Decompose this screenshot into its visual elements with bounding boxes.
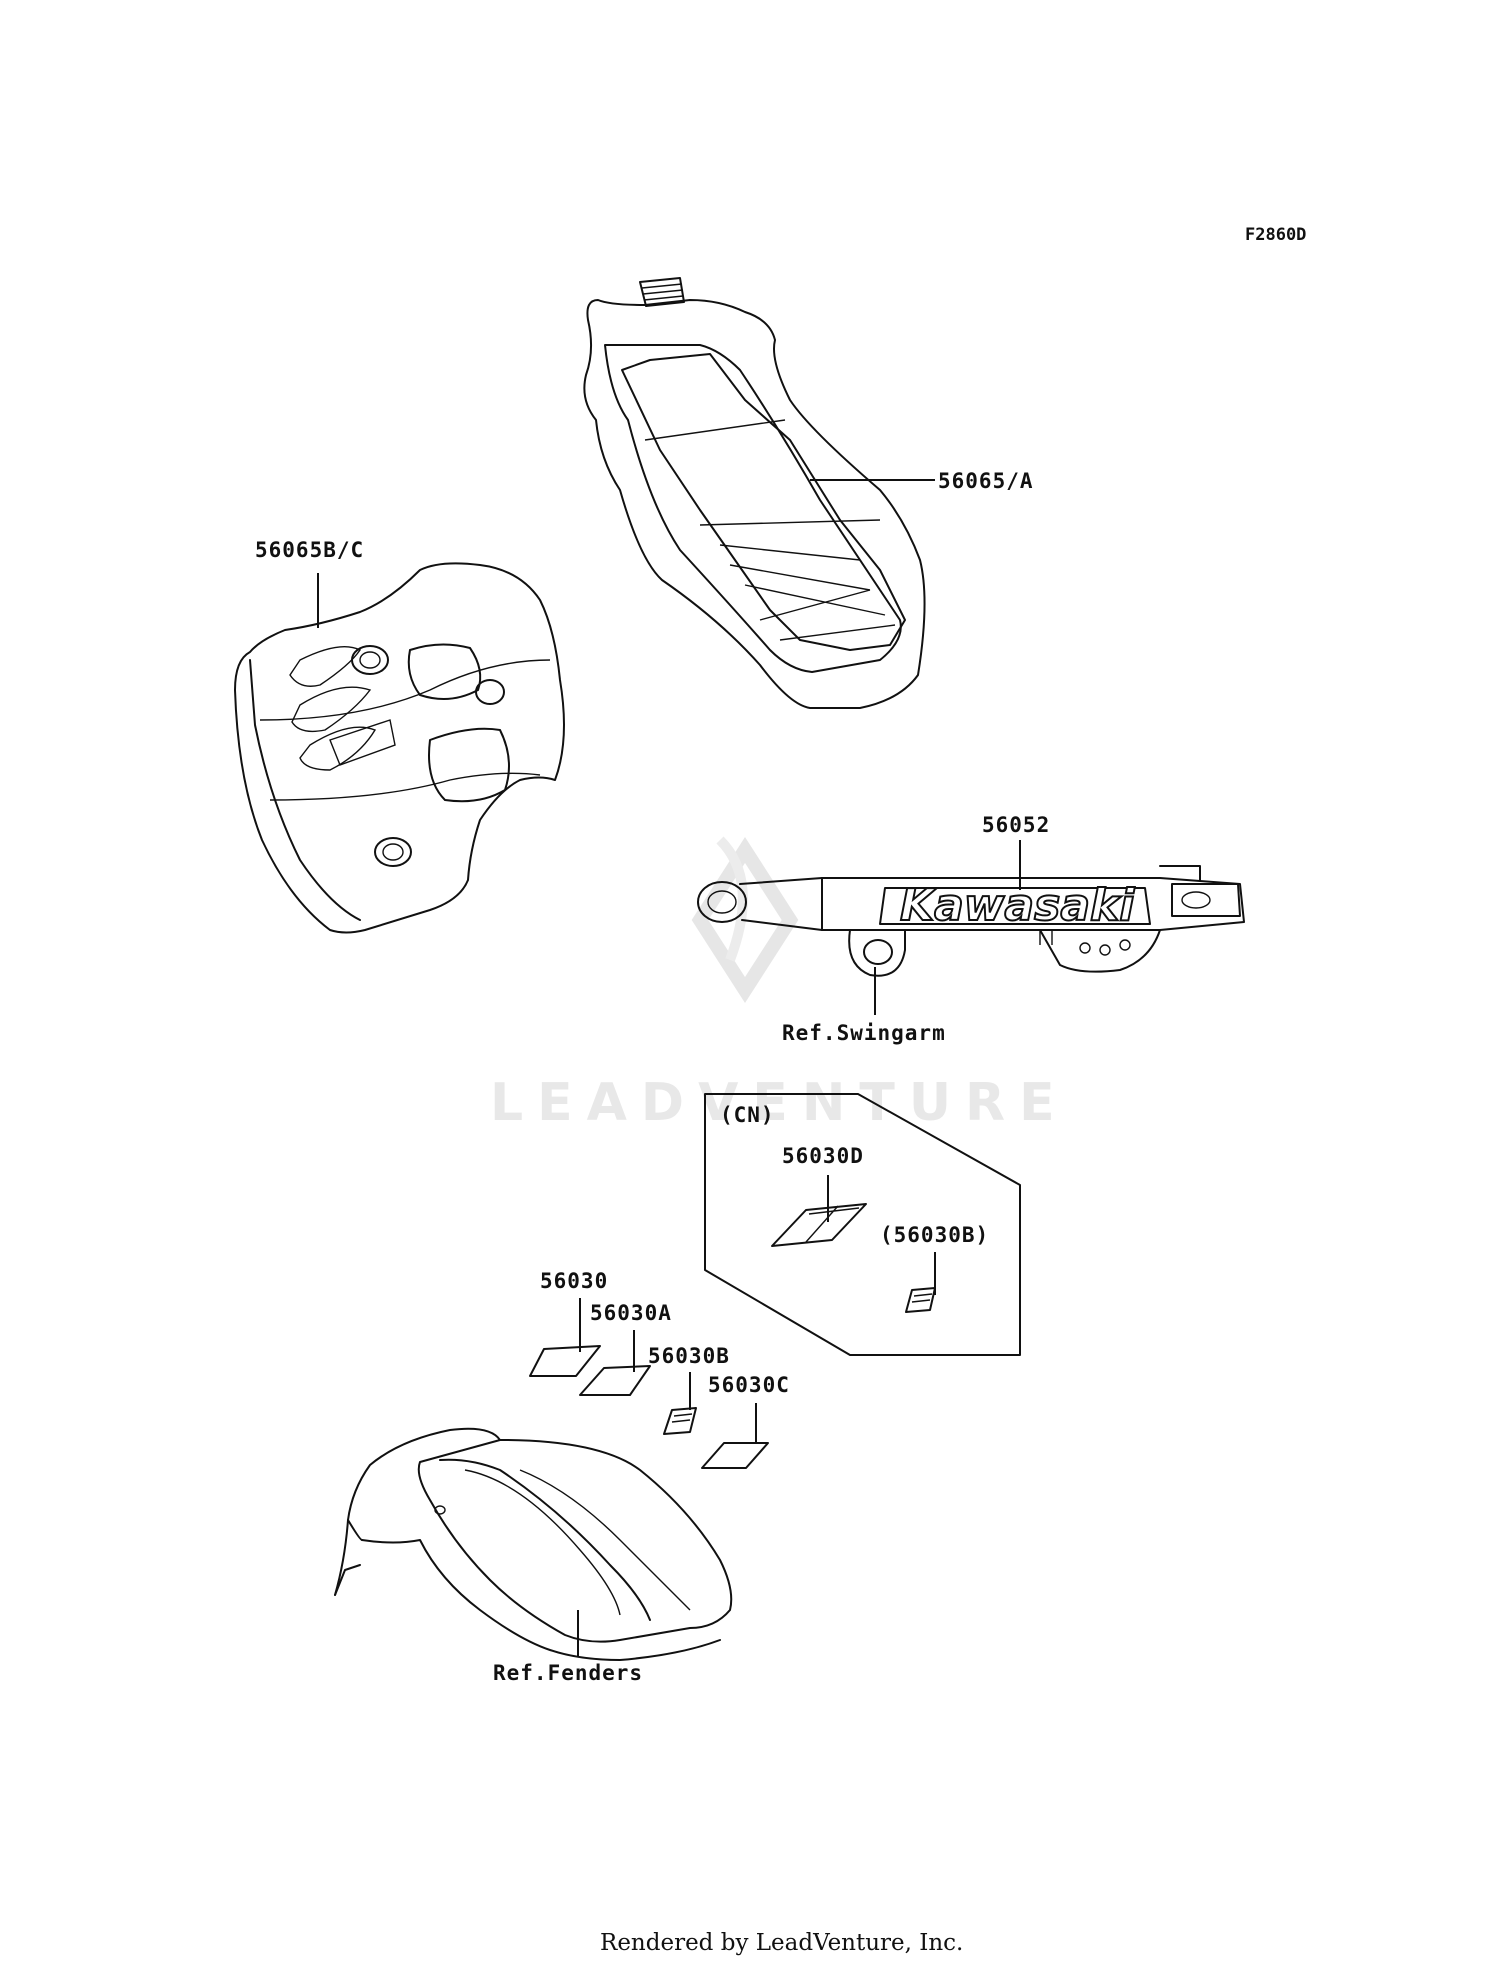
front-fender-part[interactable] — [334, 1427, 733, 1661]
decal-56030a[interactable] — [579, 1365, 651, 1396]
label-ref-fenders[interactable]: Ref.Fenders — [493, 1661, 643, 1685]
label-56065-bc[interactable]: 56065B/C — [255, 538, 364, 562]
footer-credit: Rendered by LeadVenture, Inc. — [600, 1930, 963, 1956]
label-ref-swingarm[interactable]: Ref.Swingarm — [782, 1021, 946, 1045]
leadventure-watermark: LEADVENTURE — [490, 836, 1069, 1133]
decal-56030[interactable] — [529, 1345, 601, 1377]
fuel-tank-part[interactable] — [583, 277, 926, 709]
label-56030d[interactable]: 56030D — [782, 1144, 864, 1168]
decal-56030d[interactable] — [771, 1203, 867, 1247]
decal-56030b-cn[interactable] — [905, 1287, 936, 1313]
label-56065-a[interactable]: 56065/A — [938, 469, 1034, 493]
decal-56030b[interactable] — [663, 1407, 697, 1435]
swingarm-kawasaki-logo: Kawasaki — [900, 880, 1135, 931]
label-56030[interactable]: 56030 — [540, 1269, 608, 1293]
label-56030b-cn[interactable]: (56030B) — [880, 1223, 989, 1247]
label-56030b[interactable]: 56030B — [648, 1344, 730, 1368]
decal-56030c[interactable] — [701, 1442, 769, 1469]
label-56030c[interactable]: 56030C — [708, 1373, 790, 1397]
diagram-code: F2860D — [1245, 225, 1306, 245]
cn-region-box — [704, 1093, 1021, 1356]
radiator-shroud-part[interactable] — [234, 562, 565, 934]
label-56052[interactable]: 56052 — [982, 813, 1050, 837]
swingarm-part[interactable]: Kawasaki — [697, 865, 1245, 977]
label-56030a[interactable]: 56030A — [590, 1301, 672, 1325]
label-cn-region: (CN) — [720, 1103, 775, 1127]
watermark-text: LEADVENTURE — [490, 1073, 1069, 1133]
